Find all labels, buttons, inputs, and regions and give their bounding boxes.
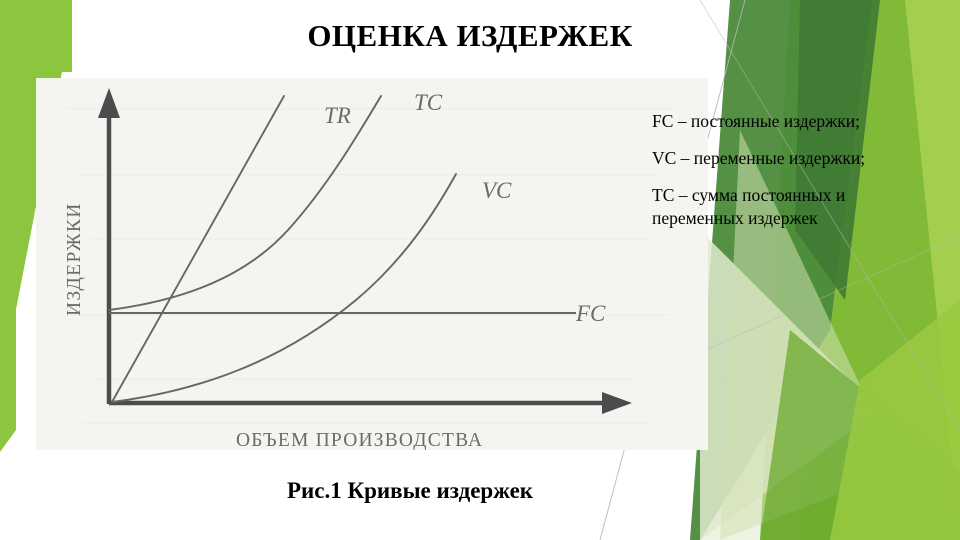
- curve-label-fc: FC: [575, 301, 606, 326]
- scan-texture: [66, 108, 676, 424]
- definition-item-fc: FC – постоянные издержки;: [652, 111, 860, 131]
- x-axis-label: ОБЪЕМ ПРОИЗВОДСТВА: [236, 430, 483, 450]
- y-axis-label: ИЗДЕРЖКИ: [64, 202, 85, 316]
- figure-panel: TR TC VC FC ИЗДЕРЖКИ ОБЪЕМ ПРОИЗВОДСТВА: [36, 78, 708, 450]
- definitions-list: FC – постоянные издержки; VC – переменны…: [652, 110, 892, 230]
- curve-label-tr: TR: [324, 103, 351, 128]
- cost-curves-chart: TR TC VC FC ИЗДЕРЖКИ ОБЪЕМ ПРОИЗВОДСТВА: [36, 78, 708, 450]
- slide-title: ОЦЕНКА ИЗДЕРЖЕК: [307, 18, 633, 53]
- definition-item-tc: TC – сумма постоянных и переменных издер…: [652, 185, 846, 228]
- curve-label-vc: VC: [482, 178, 512, 203]
- curve-label-tc: TC: [414, 90, 443, 115]
- definition-item-vc: VC – переменные издержки;: [652, 148, 866, 168]
- y-axis: [98, 88, 120, 404]
- figure-caption: Рис.1 Кривые издержек: [286, 478, 534, 503]
- curve-tr: [111, 95, 285, 403]
- curve-vc: [111, 173, 457, 403]
